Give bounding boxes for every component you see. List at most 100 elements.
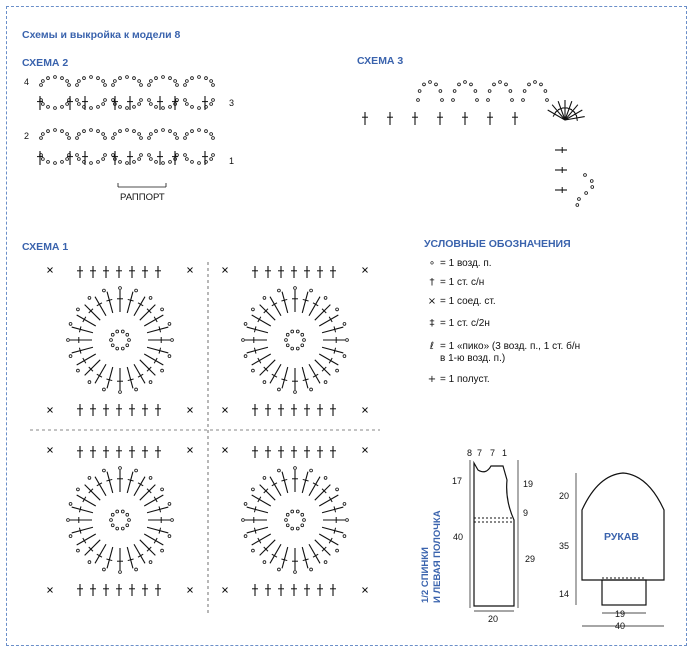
chain-mark — [139, 136, 143, 140]
chain-mark — [87, 560, 92, 564]
chain-mark — [60, 76, 64, 80]
scheme-1-label: СХЕМА 1 — [22, 241, 69, 253]
chain-mark — [335, 548, 339, 553]
stitch-mark — [281, 471, 289, 494]
chain-mark — [545, 98, 549, 102]
chain-mark — [504, 82, 508, 87]
stitch-mark — [94, 543, 107, 564]
stitch-mark — [575, 114, 578, 121]
chain-mark — [115, 346, 120, 351]
stitch-mark — [146, 346, 169, 354]
chain-mark — [277, 468, 281, 473]
scheme-2-row-number: 2 — [24, 131, 30, 141]
chain-mark — [76, 368, 80, 373]
back-top-dim: 7 — [490, 448, 496, 458]
chain-mark — [89, 106, 93, 110]
stitch-mark — [321, 326, 344, 334]
sleeve-dim-35: 35 — [559, 541, 570, 551]
chain-mark — [149, 79, 153, 83]
chain-mark — [293, 466, 297, 470]
chain-mark — [284, 518, 288, 522]
chain-mark — [125, 523, 130, 528]
stitch-mark — [94, 476, 107, 497]
chain-mark — [168, 76, 172, 80]
chain-mark — [134, 468, 138, 473]
stitch-mark — [158, 347, 162, 354]
stitch-mark — [76, 314, 97, 327]
chain-mark — [110, 523, 115, 528]
stitch-mark — [84, 539, 101, 556]
chain-mark — [46, 105, 50, 109]
stitch-mark — [146, 546, 152, 552]
chain-mark — [139, 83, 143, 87]
chain-mark — [590, 185, 595, 189]
stitch-mark — [78, 326, 82, 333]
chain-mark — [111, 83, 115, 87]
chain-mark — [147, 136, 151, 140]
chain-mark — [209, 157, 213, 161]
stitch-mark — [127, 378, 134, 382]
chain-mark — [309, 387, 313, 392]
stitch-mark — [94, 363, 107, 384]
slip-mark — [222, 267, 228, 273]
chain-mark — [46, 160, 50, 164]
chain-mark — [290, 346, 295, 351]
stitch-mark — [302, 478, 309, 482]
chain-mark — [323, 380, 328, 384]
chain-mark — [160, 368, 164, 373]
chain-mark — [173, 102, 177, 106]
stitch-mark — [281, 478, 288, 482]
stitch-mark — [314, 304, 331, 321]
chain-mark — [53, 128, 57, 132]
stitch-mark — [308, 363, 321, 384]
stitch-mark — [71, 506, 94, 514]
chain-mark — [110, 332, 115, 337]
stitch-mark — [269, 476, 282, 497]
stitch-mark — [246, 326, 269, 334]
chain-mark — [120, 526, 125, 531]
slip-mark — [222, 407, 228, 413]
stitch-mark — [257, 316, 262, 323]
stitch-mark — [106, 558, 113, 562]
sleeve-dim-20: 20 — [559, 491, 570, 501]
stitch-mark — [133, 476, 146, 497]
chain-mark — [277, 567, 281, 572]
chain-mark — [41, 157, 45, 161]
chain-mark — [77, 157, 81, 161]
stitch-mark — [328, 357, 333, 364]
stitch-mark — [321, 506, 344, 514]
chain-mark — [120, 346, 125, 351]
stitch-mark — [564, 101, 573, 121]
stitch-mark — [301, 546, 309, 569]
stitch-mark — [126, 366, 134, 389]
chain-mark — [209, 132, 213, 136]
chain-mark — [167, 534, 172, 538]
legend-item: ℓ = 1 «пико» (3 возд. п., 1 ст. б/н в 1-… — [424, 341, 580, 365]
stitch-mark — [253, 527, 257, 534]
chain-mark — [139, 153, 143, 157]
chain-mark — [452, 89, 457, 93]
chain-mark — [60, 105, 64, 109]
chain-mark — [53, 106, 57, 110]
chain-mark — [134, 567, 138, 572]
chain-mark — [132, 160, 136, 164]
chain-mark — [60, 160, 64, 164]
chain-mark — [41, 132, 45, 136]
chain-mark — [197, 161, 201, 165]
stitch-mark — [253, 506, 257, 513]
stitch-mark — [88, 366, 94, 372]
chain-mark — [539, 82, 543, 87]
chain-mark — [185, 132, 189, 136]
chain-mark — [251, 548, 255, 553]
chain-mark — [290, 509, 295, 514]
legend-item: ‡ = 1 ст. с/2н — [424, 318, 490, 330]
chain-mark — [342, 502, 347, 506]
chain-mark — [204, 160, 208, 164]
chain-mark — [101, 132, 105, 136]
chain-mark — [422, 82, 426, 87]
chain-mark — [89, 75, 93, 79]
chain-mark — [498, 80, 502, 84]
stitch-mark — [281, 378, 288, 382]
chain-mark — [241, 518, 245, 522]
chain-mark — [87, 380, 92, 384]
